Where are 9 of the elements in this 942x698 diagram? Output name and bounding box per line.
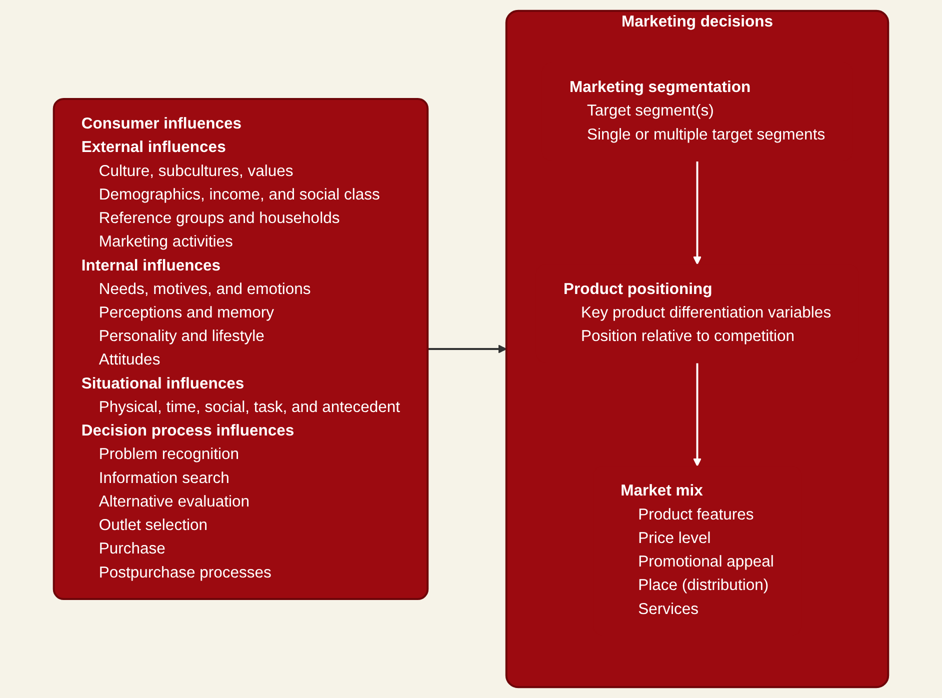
node-box — [52, 98, 429, 600]
cluster — [505, 10, 890, 688]
diagram: Marketing decisions Marketing segmentation Target segment(s) Single or multiple target segments Product positioning Key product differentiation variables Position relative to competition Market mix Product features Price level Promotional appeal Place (distribution) Services Consumer influences External influences Culture, subcultures, values Demographics, income, and social class Reference groups and households Marketing activities Internal influences Needs, motives, and emotions Perceptions and memory Personality and lifestyle Attitudes Situational influences Physical, time, social, task, and antecedent Decision process influences Problem recognition Information search Alternative evaluation Outlet selection Purchase Postpurchase processes — [3, 3, 939, 695]
arrow — [692, 161, 702, 265]
node-text: Product positioning Key product differentiation variables Position relative to competition — [563, 281, 832, 346]
node-text: Market mix Product features Price level Promotional appeal Place (distribution) Services — [620, 482, 774, 618]
node-text: Marketing segmentation Target segment(s) Single or multiple target segments — [569, 79, 826, 144]
arrow — [692, 362, 702, 467]
arrow — [428, 344, 507, 354]
